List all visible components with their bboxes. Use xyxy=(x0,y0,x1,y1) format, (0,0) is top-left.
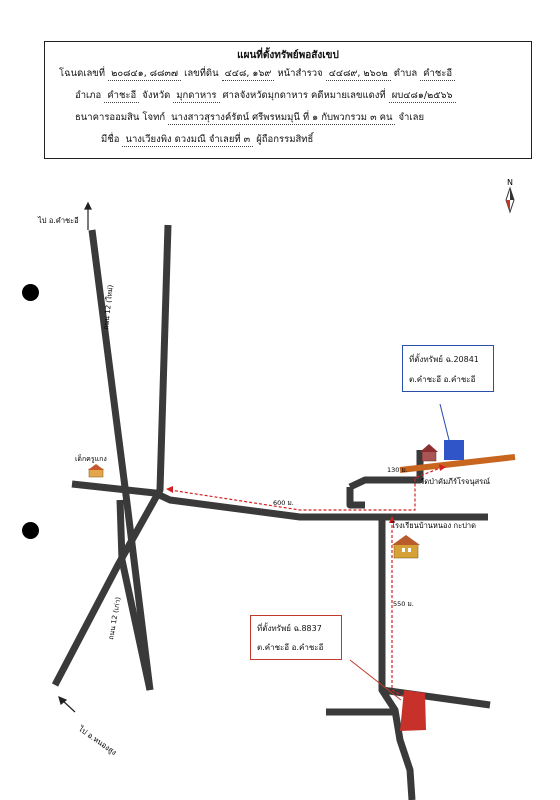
label-temple: วัดป่าคัมภีร์โรจนุสรณ์ xyxy=(420,477,490,486)
road-stub xyxy=(346,487,365,509)
road-12-old-branch xyxy=(51,224,172,687)
value: คำชะอี xyxy=(420,68,456,81)
label-to-nongsung: ไป อ.หนองสูง xyxy=(76,724,119,758)
road-east-west xyxy=(71,480,488,521)
label-kindergarten: เด็กครูแกง xyxy=(75,454,107,463)
plot-8837 xyxy=(400,690,426,731)
label-dist-550: 550 ม. xyxy=(393,600,414,608)
label-road-old: ถนน 12 (เก่า) xyxy=(107,596,122,640)
direction-arrows xyxy=(58,201,92,713)
value: นางเวียงพิง ดวงมณี จำเลยที่ ๓ xyxy=(122,134,254,147)
label: จังหวัด xyxy=(142,90,171,101)
callout-blue-line2: ต.คำชะอี อ.คำชะอี xyxy=(409,375,476,384)
value: ๔๔๘๙, ๒๖๐๒ xyxy=(325,68,391,81)
map-title: แผนที่ตั้งทรัพย์พอสังเขป xyxy=(237,50,339,61)
plot-20841 xyxy=(444,440,464,460)
road-south-east xyxy=(381,686,491,709)
value: มุกดาหาร xyxy=(173,90,220,103)
punch-hole xyxy=(22,284,39,301)
callout-red: ที่ตั้งทรัพย์ ฉ.8837 ต.คำชะอี อ.คำชะอี xyxy=(250,615,342,660)
label: อำเภอ xyxy=(75,90,102,101)
road-12-new xyxy=(88,229,154,691)
label-dist-130: 130 ม. xyxy=(387,466,408,474)
label: จำเลย xyxy=(398,112,425,123)
route-arrowhead xyxy=(166,464,446,704)
label: โจทก์ xyxy=(142,112,166,123)
route-line xyxy=(169,467,441,701)
road-temple-loop xyxy=(348,470,424,491)
callout-red-line1: ที่ตั้งทรัพย์ ฉ.8837 xyxy=(257,624,322,633)
road-orange xyxy=(399,454,516,473)
compass-north-label: N xyxy=(507,178,513,187)
callout-blue-pointer xyxy=(439,403,450,441)
label: ผู้ถือกรรมสิทธิ์ xyxy=(256,134,314,145)
label: มีชื่อ xyxy=(101,134,120,145)
compass-icon: N xyxy=(505,178,515,214)
callout-red-line2: ต.คำชะอี อ.คำชะอี xyxy=(257,643,324,652)
label: โฉนดเลขที่ xyxy=(59,68,106,79)
label-to-khamchaai: ไป อ.คำชะอี xyxy=(37,216,79,225)
punch-hole xyxy=(22,522,39,539)
callout-blue: ที่ตั้งทรัพย์ ฉ.20841 ต.คำชะอี อ.คำชะอี xyxy=(402,345,494,392)
label: ธนาคารออมสิน xyxy=(75,112,140,123)
label: ตำบล xyxy=(393,68,418,79)
label: ศาลจังหวัดมุกดาหาร xyxy=(222,90,308,101)
temple-icon xyxy=(420,444,438,462)
label-dist-600: 600 ม. xyxy=(273,499,294,507)
value: คำชะอี xyxy=(104,90,140,103)
school-icon xyxy=(392,535,420,559)
label-school-line: โรงเรียนบ้านหนอง กะปาด xyxy=(391,521,476,530)
value: ๒๐๘๔๑, ๘๘๓๗ xyxy=(108,68,182,81)
label: หน้าสำรวจ xyxy=(277,68,323,79)
road-south xyxy=(378,517,416,800)
label: คดีหมายเลขแดงที่ xyxy=(310,90,386,101)
callout-blue-line1: ที่ตั้งทรัพย์ ฉ.20841 xyxy=(409,355,479,364)
road-junction xyxy=(116,499,154,691)
label: เลขที่ดิน xyxy=(184,68,219,79)
roads xyxy=(51,224,491,800)
value: ผบ๔๘๑/๒๕๖๖ xyxy=(388,90,456,103)
kindergarten-icon xyxy=(88,464,104,478)
callout-red-pointer xyxy=(349,659,402,701)
value: ๔๔๘, ๑๖๙ xyxy=(221,68,275,81)
header-box: แผนที่ตั้งทรัพย์พอสังเขป โฉนดเลขที่ ๒๐๘๔… xyxy=(44,41,532,159)
value: นางสาวสุรางค์รัตน์ ศรีพรหมมุนี ที่ ๑ กับ… xyxy=(168,112,396,125)
